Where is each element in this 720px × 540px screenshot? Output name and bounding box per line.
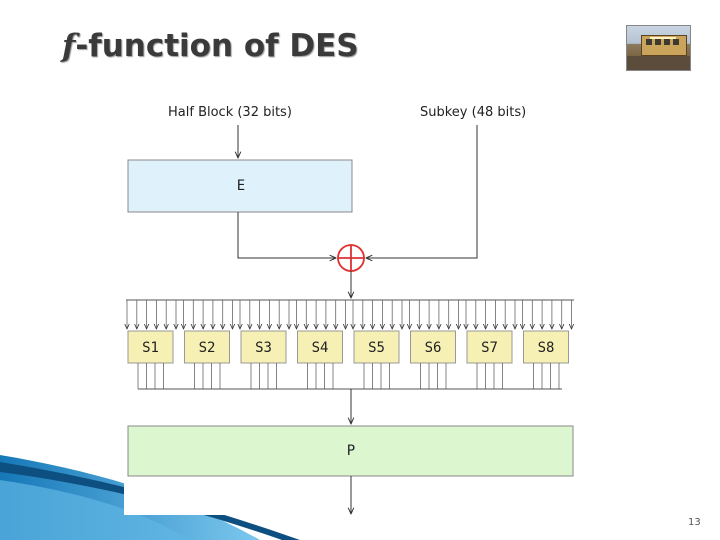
expansion-label: E <box>237 178 245 194</box>
sbox-label: S5 <box>368 340 385 356</box>
sbox-rect <box>240 330 287 364</box>
sbox-label: S7 <box>481 340 498 356</box>
sbox-5: S5 <box>353 300 402 389</box>
sbox-rect <box>297 330 343 364</box>
sbox-rect <box>410 330 456 364</box>
sbox-rect <box>184 330 230 364</box>
permutation-box <box>127 425 574 477</box>
sbox-label: S3 <box>255 340 272 356</box>
title-text: -function of DES <box>75 28 359 64</box>
xor-icon <box>337 244 365 272</box>
sbox-7: S7 <box>466 300 515 389</box>
sbox-label: S8 <box>538 340 555 356</box>
sbox-rect <box>353 330 400 364</box>
sbox-label: S1 <box>142 340 159 356</box>
photo-ground <box>627 56 690 70</box>
subkey-line <box>366 125 478 258</box>
permutation-label: P <box>347 443 355 459</box>
expansion-output-line <box>237 212 336 258</box>
sbox-label: S2 <box>199 340 216 356</box>
sbox-3: S3 <box>240 300 289 389</box>
sbox-label: S4 <box>312 340 329 356</box>
expansion-box <box>127 159 353 213</box>
sbox-rect <box>127 330 174 364</box>
sbox-label: S6 <box>425 340 442 356</box>
page-number: 13 <box>688 517 701 528</box>
sbox-6: S6 <box>410 300 459 389</box>
subkey-label: Subkey (48 bits) <box>420 105 526 120</box>
sbox-1: S1 <box>127 300 176 389</box>
photo-tram <box>641 35 687 56</box>
half-block-label: Half Block (32 bits) <box>168 105 292 120</box>
sbox-2: S2 <box>184 300 233 389</box>
sbox-8: S8 <box>523 300 572 389</box>
sbox-4: S4 <box>297 300 346 389</box>
sbox-rect <box>466 330 513 364</box>
sbox-rect <box>523 330 569 364</box>
slide-title: f-function of DES <box>62 28 359 64</box>
title-f-symbol: f <box>62 28 76 64</box>
tram-photo <box>626 25 691 71</box>
sbox-group: S1 S2 S3 S4 S5 S6 S7 S8 <box>127 300 572 389</box>
